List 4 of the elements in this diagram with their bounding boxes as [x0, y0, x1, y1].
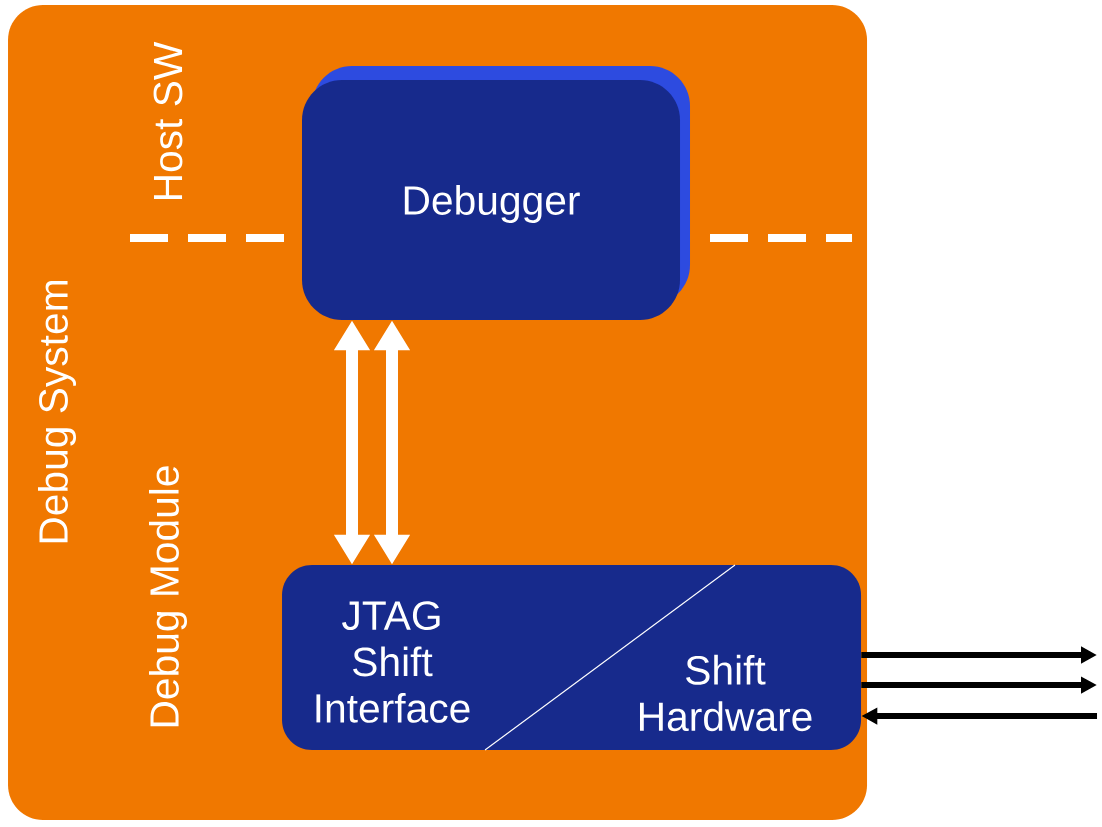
section-label: Host SW [153, 41, 183, 200]
process-box: Debugger [302, 66, 690, 320]
split-box: JTAG Shift Interface Shift Hardware [282, 564, 862, 751]
section-label: Debug Module [149, 466, 187, 727]
